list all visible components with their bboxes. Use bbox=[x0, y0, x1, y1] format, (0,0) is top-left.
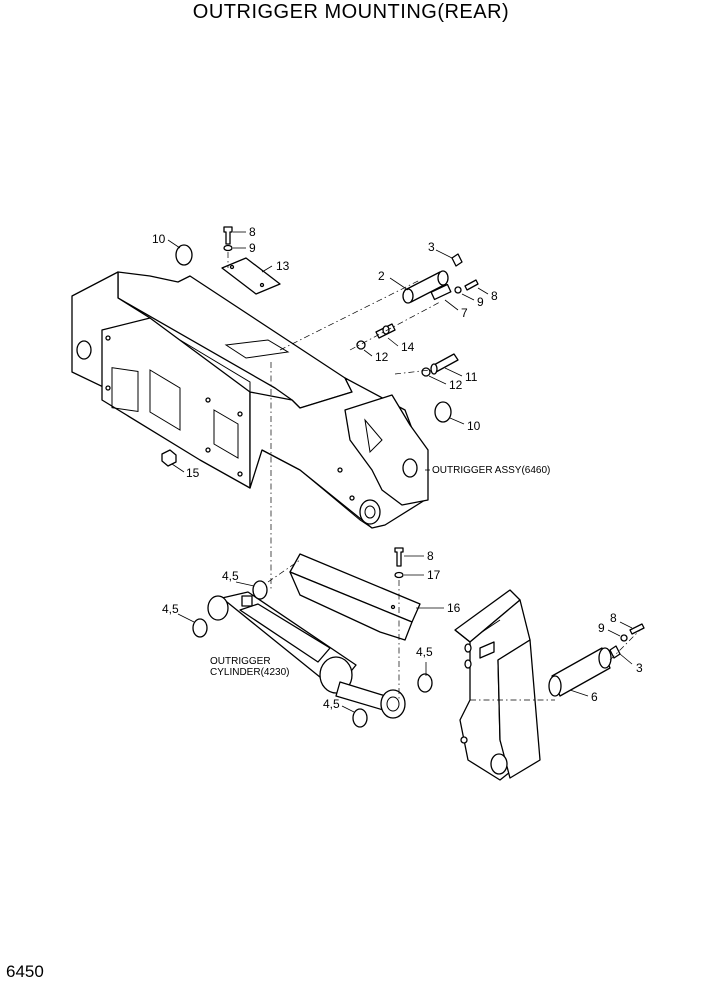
callout-9-lower: 9 bbox=[598, 621, 605, 635]
page-number: 6450 bbox=[6, 962, 44, 981]
plug-10-top bbox=[175, 244, 193, 266]
callout-8-mid: 8 bbox=[427, 549, 434, 563]
bushing-4-5-b bbox=[192, 618, 208, 638]
callout-6: 6 bbox=[591, 690, 598, 704]
washer-17 bbox=[394, 571, 404, 579]
callout-4-5-d: 4,5 bbox=[416, 645, 433, 659]
callout-4-5-b: 4,5 bbox=[162, 602, 179, 616]
bolt-8-right bbox=[464, 279, 479, 291]
outrigger-beam bbox=[71, 271, 429, 529]
washer-9-right bbox=[454, 286, 462, 294]
bushing-4-5-a bbox=[252, 580, 268, 600]
callout-4-5-c: 4,5 bbox=[323, 697, 340, 711]
callout-9-right: 9 bbox=[477, 295, 484, 309]
callout-10-top: 10 bbox=[152, 232, 166, 246]
washer-12-lower bbox=[421, 367, 431, 377]
bushing-4-5-d bbox=[417, 673, 433, 693]
leader-lines bbox=[167, 231, 633, 713]
callout-11: 11 bbox=[465, 370, 478, 384]
washer-12-upper bbox=[356, 340, 366, 350]
outrigger-arm bbox=[454, 589, 541, 781]
callout-4-5-a: 4,5 bbox=[222, 569, 239, 583]
callout-8-right: 8 bbox=[491, 289, 498, 303]
callout-10-right: 10 bbox=[467, 419, 481, 433]
bolt-8-mid bbox=[394, 547, 404, 567]
bushing-4-5-c bbox=[352, 708, 368, 728]
pin-2 bbox=[402, 270, 452, 304]
label-outrigger-assy: OUTRIGGER ASSY(6460) bbox=[432, 465, 550, 476]
callout-13: 13 bbox=[276, 259, 290, 273]
bolt-8-top bbox=[223, 226, 233, 245]
plug-10-right bbox=[434, 401, 452, 423]
cover-16 bbox=[289, 553, 421, 641]
pin-6 bbox=[548, 647, 612, 697]
label-cylinder-line2: CYLINDER(4230) bbox=[210, 667, 289, 678]
callout-3-lower: 3 bbox=[636, 661, 643, 675]
callout-12-lower: 12 bbox=[449, 378, 463, 392]
callout-8-lower: 8 bbox=[610, 611, 617, 625]
washer-9-lower bbox=[620, 634, 628, 642]
callout-17: 17 bbox=[427, 568, 441, 582]
callout-15: 15 bbox=[186, 466, 200, 480]
callout-12-upper: 12 bbox=[375, 350, 389, 364]
center-lines bbox=[227, 252, 641, 701]
callout-7: 7 bbox=[461, 306, 468, 320]
label-cylinder-line1: OUTRIGGER bbox=[210, 656, 271, 667]
callout-3-top: 3 bbox=[428, 240, 435, 254]
bolt-3-top bbox=[451, 253, 463, 267]
outrigger-cylinder bbox=[207, 591, 406, 719]
bolt-8-lower bbox=[629, 623, 645, 635]
nut-15 bbox=[161, 449, 177, 467]
callout-16: 16 bbox=[447, 601, 461, 615]
callout-8-top: 8 bbox=[249, 225, 256, 239]
callout-2: 2 bbox=[378, 269, 385, 283]
callout-9-top: 9 bbox=[249, 241, 256, 255]
cover-plate-13 bbox=[221, 257, 281, 295]
page-title: OUTRIGGER MOUNTING(REAR) bbox=[192, 1, 510, 23]
callout-14: 14 bbox=[401, 340, 415, 354]
washer-9-top bbox=[223, 244, 233, 252]
